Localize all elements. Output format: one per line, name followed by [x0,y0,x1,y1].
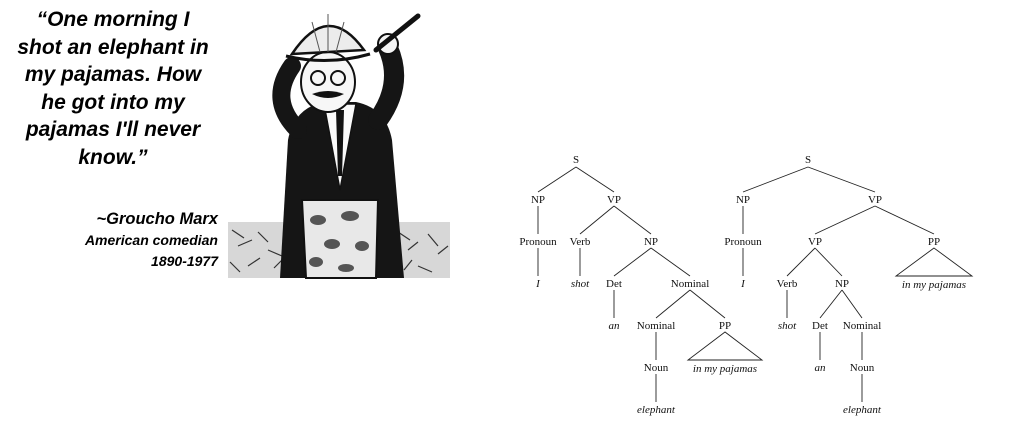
tree-node-noun: Noun [850,362,875,374]
tree-node-noun: Noun [644,362,669,374]
attribution-name: ~Groucho Marx [96,210,219,228]
tree-node-vp: VP [868,194,882,206]
tree-node-nominal: Nominal [843,320,882,332]
tree-leaf-pronoun: I [740,278,746,290]
quote-line: “One morning I [36,8,190,31]
attribution-title: American comedian [84,232,218,248]
tree-leaf-noun: elephant [637,404,676,416]
tree-leaf-pp: in my pajamas [902,279,966,291]
tree-node-verb: Verb [777,278,798,290]
tie-shape [336,110,344,176]
tree-leaf-verb: shot [778,320,797,332]
tree-node-pp: PP [928,236,940,248]
tree-leaf-verb: shot [571,278,590,290]
attribution: ~Groucho Marx American comedian 1890-197… [0,208,218,272]
tree-node-np: NP [644,236,658,248]
tree-leaf-det: an [815,362,827,374]
tree-leaf-pronoun: I [535,278,541,290]
tree-node-pp: PP [719,320,731,332]
tree-node-nominal: Nominal [671,278,710,290]
quote-line: my pajamas. How [24,63,202,86]
parse-tree-left: S NP VP Pronoun Verb NP I shot Det Nomin… [519,154,764,416]
tree-node-s: S [573,154,579,166]
tree-node-pronoun: Pronoun [519,236,557,248]
parse-tree-right: S NP VP Pronoun VP PP I Verb NP in my pa… [724,154,974,416]
cigar-icon [373,13,421,53]
tree-node-np: NP [736,194,750,206]
quote-line: pajamas I'll never [25,118,201,141]
tree-node-np: NP [531,194,545,206]
tree-node-s: S [805,154,811,166]
moustache-shape [312,91,344,98]
tree-node-pronoun: Pronoun [724,236,762,248]
attribution-years: 1890-1977 [151,253,218,269]
groucho-caricature-icon [228,13,450,279]
pants-pattern [309,211,369,272]
quote-line: know.” [78,145,148,169]
tree-node-np: NP [835,278,849,290]
tree-node-vp: VP [808,236,822,248]
tree-node-vp: VP [607,194,621,206]
quote-line: shot an elephant in [17,35,209,59]
tree-node-nominal: Nominal [637,320,676,332]
tree-leaf-noun: elephant [843,404,882,416]
quote-line: he got into my [41,90,185,114]
tree-leaf-pp: in my pajamas [693,363,757,375]
quote-block: “One morning I shot an elephant in my pa… [0,6,226,171]
tree-node-verb: Verb [570,236,591,248]
tree-leaf-det: an [609,320,621,332]
tree-node-det: Det [812,320,828,332]
tree-node-det: Det [606,278,622,290]
